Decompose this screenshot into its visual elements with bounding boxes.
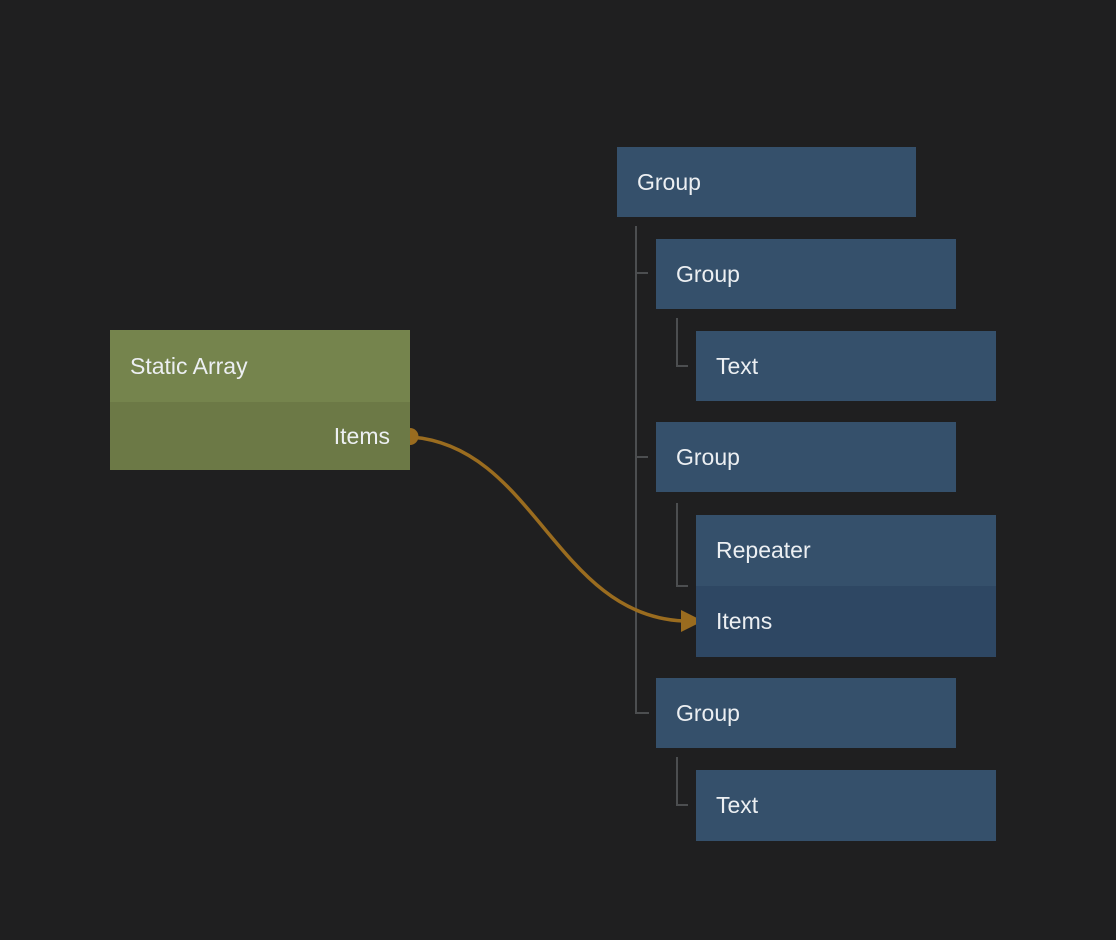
connection-wire[interactable] <box>410 435 685 623</box>
node-text-1[interactable]: Text <box>696 331 996 401</box>
node-group-child-3[interactable]: Group <box>656 678 956 748</box>
node-group-child-1-title: Group <box>676 260 740 287</box>
input-port-label: Items <box>716 608 773 634</box>
node-group-child-2-header[interactable]: Group <box>656 422 956 492</box>
node-text-2-title: Text <box>716 792 759 818</box>
node-text-2-header[interactable]: Text <box>696 770 996 841</box>
node-group-child-2-title: Group <box>676 443 740 470</box>
node-group-child-1-header[interactable]: Group <box>656 239 956 309</box>
tree-line-repeater <box>676 503 688 587</box>
tree-line-text-1 <box>676 318 688 367</box>
node-group-top-title: Group <box>637 168 701 195</box>
node-group-child-3-header[interactable]: Group <box>656 678 956 748</box>
node-repeater[interactable]: Repeater Items <box>696 515 996 657</box>
node-repeater-items-input-port[interactable]: Items <box>696 586 996 657</box>
node-group-child-1[interactable]: Group <box>656 239 956 309</box>
node-text-1-header[interactable]: Text <box>696 331 996 401</box>
tree-line-root <box>635 226 649 714</box>
node-static-array-title: Static Array <box>130 352 248 379</box>
node-group-top[interactable]: Group <box>617 147 916 217</box>
node-repeater-title: Repeater <box>716 537 811 563</box>
node-text-2[interactable]: Text <box>696 770 996 841</box>
node-text-1-title: Text <box>716 352 759 379</box>
node-group-top-header[interactable]: Group <box>617 147 916 217</box>
node-group-child-2[interactable]: Group <box>656 422 956 492</box>
node-group-child-3-title: Group <box>676 699 740 726</box>
output-port-label: Items <box>333 422 390 449</box>
node-static-array-items-output-port[interactable]: Items <box>110 402 410 470</box>
node-static-array-header[interactable]: Static Array <box>110 330 410 402</box>
node-repeater-header[interactable]: Repeater <box>696 515 996 586</box>
node-static-array[interactable]: Static Array Items <box>110 330 410 470</box>
tree-line-text-2 <box>676 757 688 806</box>
